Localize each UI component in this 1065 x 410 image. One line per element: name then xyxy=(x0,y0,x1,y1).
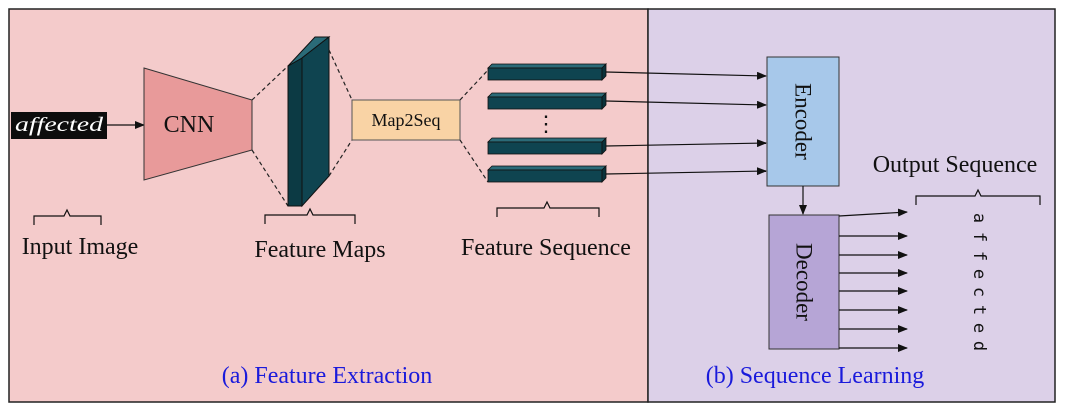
decoder-block xyxy=(768,214,840,350)
decoder-output-arrow xyxy=(838,208,908,217)
feature-map-map2seq-connector-bottom xyxy=(328,139,353,177)
feature-maps-brace xyxy=(264,207,356,224)
feature-sequence-brace xyxy=(496,200,600,217)
output-letter: d xyxy=(969,341,989,351)
output-sequence-brace xyxy=(915,188,1041,205)
sequence-learning-caption: (b) Sequence Learning xyxy=(706,363,925,389)
feature-sequence-label: Feature Sequence xyxy=(461,235,631,261)
input-image-brace xyxy=(33,208,102,225)
output-letter: e xyxy=(969,269,989,279)
output-letter: f xyxy=(969,232,989,242)
output-letter: t xyxy=(969,305,989,315)
decoder-label: Decoder xyxy=(792,243,817,321)
feature-sequence-ellipsis: ⋮ xyxy=(535,111,557,136)
cnn-label: CNN xyxy=(164,112,215,138)
feature-sequence-bar xyxy=(487,165,607,183)
feature-sequence-bar xyxy=(487,92,607,110)
feature-maps-block xyxy=(287,35,331,208)
output-letter: f xyxy=(969,251,989,261)
input-image: affected xyxy=(11,112,107,139)
cnn-feature-map-connector-top xyxy=(251,65,289,101)
feature-maps-label: Feature Maps xyxy=(254,237,385,263)
sequence-to-encoder-arrow xyxy=(605,71,767,80)
output-letter: e xyxy=(969,323,989,333)
sequence-to-encoder-arrow xyxy=(605,139,767,148)
output-letter: a xyxy=(969,213,989,223)
feature-sequence-bar xyxy=(487,63,607,81)
sequence-to-encoder-arrow xyxy=(605,100,767,109)
sequence-learning-panel xyxy=(647,8,1056,403)
input-image-handwriting: affected xyxy=(15,114,104,136)
sequence-to-encoder-arrow xyxy=(605,167,767,176)
map2seq-sequence-connector-bottom xyxy=(459,139,489,183)
encoder-label: Encoder xyxy=(791,83,816,160)
output-letter: c xyxy=(969,287,989,297)
map2seq-block xyxy=(351,99,461,141)
output-sequence-label: Output Sequence xyxy=(873,152,1038,178)
input-image-label: Input Image xyxy=(22,234,139,260)
feature-map-map2seq-connector-top xyxy=(328,49,353,101)
feature-extraction-caption: (a) Feature Extraction xyxy=(222,363,433,389)
encoder-block xyxy=(766,56,840,187)
map2seq-label: Map2Seq xyxy=(372,110,441,130)
feature-sequence-bar xyxy=(487,137,607,155)
